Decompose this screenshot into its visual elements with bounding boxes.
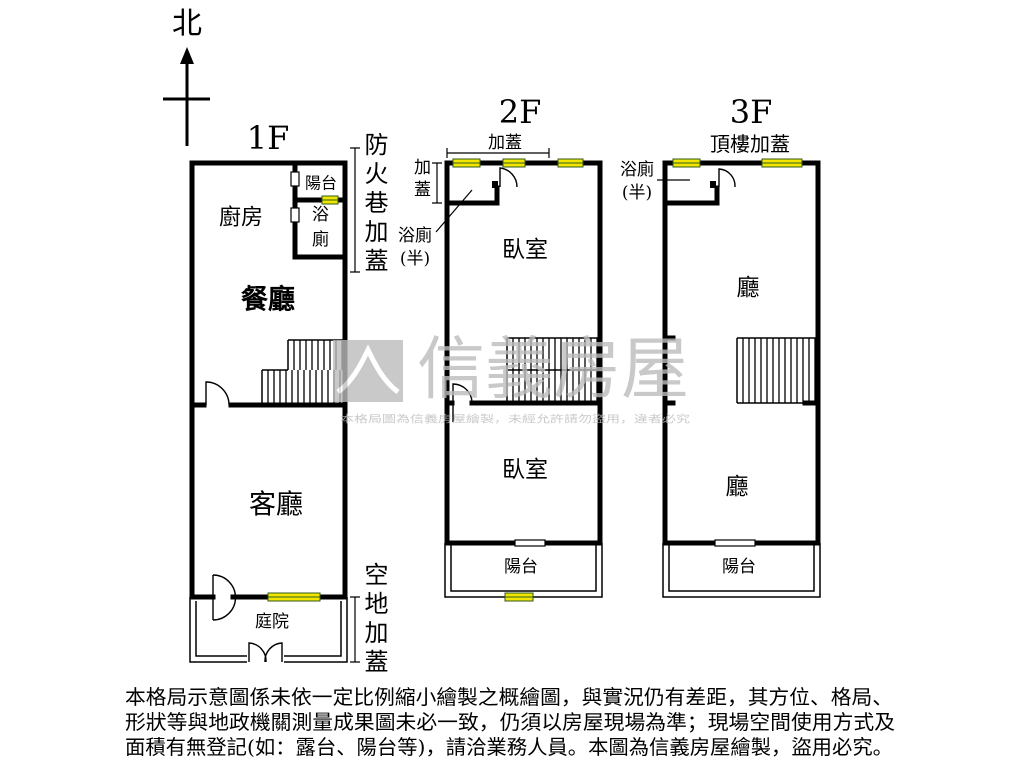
floor-2-balcony-label: 陽台 <box>504 557 538 577</box>
floor-2-addition-side-label: 加蓋 <box>410 158 431 202</box>
disclaimer-line-3: 面積有無登記(如：露台、陽台等)，請洽業務人員。本圖為信義房屋繪製，盜用必究。 <box>125 735 893 759</box>
rooftop-addition-label: 頂樓加蓋 <box>710 132 790 156</box>
disclaimer-line-2: 形狀等與地政機關測量成果圖未必一致，仍須以房屋現場為準；現場空間使用方式及 <box>125 710 895 734</box>
fire-lane-dimension-line <box>350 147 360 273</box>
floor-3-walls <box>662 160 821 546</box>
floor-1-walls <box>189 160 348 600</box>
watermark-notice: 本格局圖為信義房屋繪製，未經允許請勿盜用，違者必究 <box>340 413 690 426</box>
floor-2-addition-top-label: 加蓋 <box>488 133 522 153</box>
floor-2-balcony-outer-wall <box>444 543 603 598</box>
floor-1-balcony-label: 陽台 <box>305 174 337 193</box>
disclaimer: 本格局示意圖係未依一定比例縮小繪製之概繪圖，與實況仍有差距，其方位、格局、 形狀… <box>125 685 895 759</box>
floor-2-bedroom-upper-label: 臥室 <box>502 237 548 263</box>
north-label: 北 <box>172 7 202 42</box>
fire-lane-addition-label: 防火巷加蓋 <box>360 132 388 277</box>
floor-1-label: 1F <box>247 119 290 157</box>
floor-3-hall-upper-label: 廳 <box>737 275 760 301</box>
north-compass: 北 <box>163 7 210 146</box>
floor-1-bathroom-label: 浴廁 <box>308 205 329 255</box>
floor-3-balcony-outer-wall <box>662 543 821 598</box>
living-room-label: 客廳 <box>249 490 303 521</box>
floor-2-label: 2F <box>499 93 542 131</box>
floor-3-balcony-door <box>714 539 756 547</box>
floor-1-stair-outline <box>261 339 345 405</box>
floor-3-label: 3F <box>730 93 773 131</box>
floor-3-balcony-inner-wall <box>668 543 815 592</box>
floor-3-bathroom-label: 浴廁 <box>620 159 654 180</box>
floor-2-stair-treads <box>512 338 598 403</box>
logo-roof-stroke <box>336 344 400 394</box>
dining-room-label: 餐廳 <box>241 284 295 316</box>
floor-2-addition-side-dimension <box>432 162 442 204</box>
courtyard-outer-wall <box>189 597 348 663</box>
balcony-door-frame <box>290 171 300 187</box>
floor-2-bedroom-door <box>452 383 473 422</box>
watermark-brand: 信義房屋 <box>417 331 689 410</box>
floor-2-bedroom-lower-label: 臥室 <box>502 457 548 483</box>
floor-2-balcony-inner-wall <box>450 543 597 592</box>
open-land-addition-label: 空地加蓋 <box>360 562 388 678</box>
floor-2-bathroom-note: (半) <box>400 249 430 269</box>
floor-2-bathroom-label: 浴廁 <box>398 225 432 246</box>
living-room-entry-door <box>212 574 237 621</box>
floor-3-bathroom-note: (半) <box>622 183 652 203</box>
watermark: 信義房屋 本格局圖為信義房屋繪製，未經允許請勿盜用，違者必究 <box>333 331 690 426</box>
courtyard-label: 庭院 <box>255 612 289 632</box>
bathroom-door-frame <box>290 207 300 223</box>
floor-2-walls <box>444 160 603 546</box>
floor-3-stair-treads <box>742 338 816 403</box>
floor-2-addition-top-dimension <box>446 148 550 158</box>
courtyard-gate <box>248 642 283 663</box>
floor-3-bath-door-frame <box>710 181 716 188</box>
floor-3-balcony-label: 陽台 <box>722 557 756 577</box>
floor-2-bath-door <box>499 167 518 188</box>
courtyard-inner-wall <box>195 601 342 657</box>
floor-2-balcony-door <box>514 539 546 547</box>
north-arrow-icon <box>180 47 194 64</box>
disclaimer-line-1: 本格局示意圖係未依一定比例縮小繪製之概繪圖，與實況仍有差距，其方位、格局、 <box>125 685 893 709</box>
floor-2-bath-door-frame <box>492 181 498 188</box>
open-land-dimension-line <box>350 596 360 663</box>
floor-3-plan: 頂樓加蓋 浴廁 (半) 廳 廳 陽台 <box>620 132 821 598</box>
dining-living-door <box>205 381 230 406</box>
floor-3-stair-outline <box>736 337 818 404</box>
floor-2-plan: 加蓋 加蓋 浴廁 (半) 臥室 臥室 陽台 <box>398 133 603 602</box>
house-roof-logo-icon <box>333 340 403 402</box>
kitchen-label: 廚房 <box>219 206 263 231</box>
floor-3-hall-lower-label: 廳 <box>726 474 749 500</box>
floor-2-bath-leader-line <box>435 189 473 233</box>
floor-3-bath-door <box>718 168 736 188</box>
